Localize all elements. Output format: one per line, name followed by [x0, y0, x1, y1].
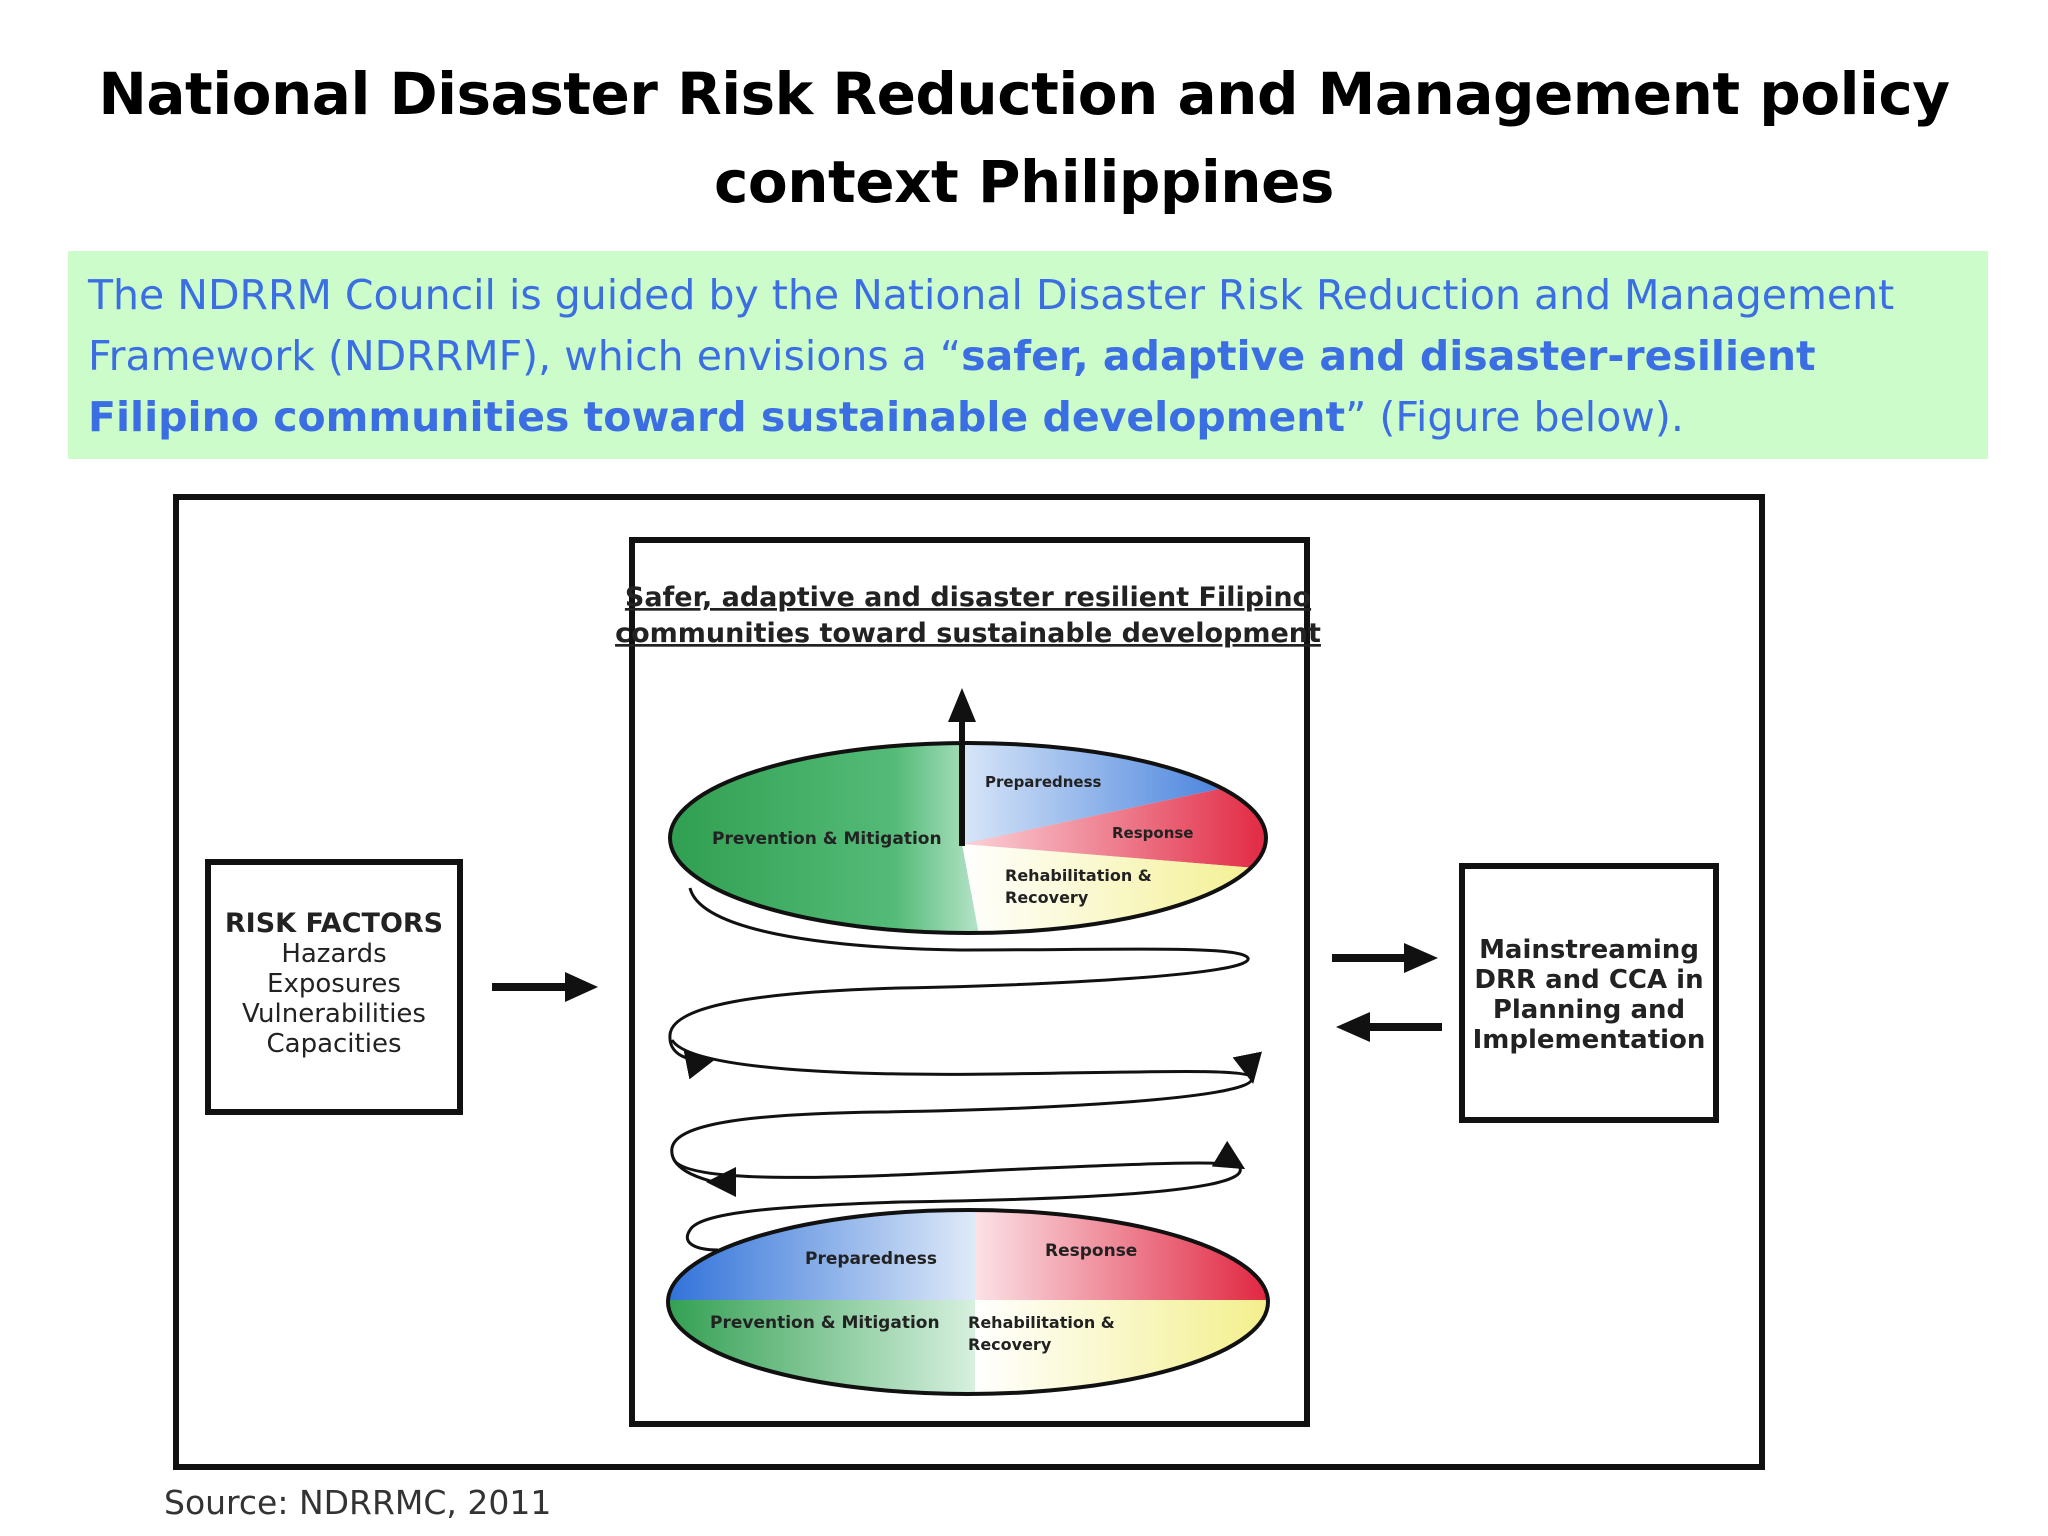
risk-factor-item: Capacities [266, 1029, 401, 1059]
bottom-label-rehab-2: Recovery [968, 1335, 1052, 1354]
arrow-mainstreaming-to-center-head [1336, 1012, 1370, 1042]
spiral-loop [668, 887, 1250, 1080]
risk-factor-item: Hazards [281, 939, 386, 969]
title-line-2: context Philippines [714, 148, 1334, 216]
top-label-rehab-1: Rehabilitation & [1005, 866, 1152, 885]
arrow-risk-to-center-head [565, 972, 598, 1002]
mainstreaming-line: Implementation [1473, 1025, 1706, 1055]
bottom-label-prevention: Prevention & Mitigation [710, 1313, 940, 1333]
mainstreaming-line: Planning and [1493, 995, 1685, 1025]
risk-factors-heading: RISK FACTORS [225, 908, 443, 939]
source-caption: Source: NDRRMC, 2011 [164, 1483, 552, 1522]
top-label-response: Response [1112, 824, 1193, 842]
risk-factor-item: Exposures [267, 969, 401, 999]
mainstreaming-line: Mainstreaming [1479, 935, 1699, 965]
mainstreaming-box [1459, 863, 1719, 1123]
bottom-label-preparedness: Preparedness [805, 1249, 937, 1269]
callout-vision-bold: safer, adaptive and disaster-resilient F… [88, 332, 1816, 441]
bottom-label-response: Response [1045, 1241, 1137, 1261]
top-label-prevention: Prevention & Mitigation [712, 829, 942, 849]
title-line-1: National Disaster Risk Reduction and Man… [98, 60, 1950, 128]
vision-callout: The NDRRM Council is guided by the Natio… [68, 251, 1988, 459]
callout-text-1: The NDRRM Council is guided by the Natio… [88, 271, 1895, 380]
center-title-line-2: communities toward sustainable developme… [615, 618, 1321, 649]
mainstreaming-line: DRR and CCA in [1474, 965, 1703, 995]
spiral-loop [670, 1039, 1262, 1084]
top-label-rehab-2: Recovery [1005, 888, 1089, 907]
page-title: National Disaster Risk Reduction and Man… [0, 50, 2048, 226]
risk-factors-box [205, 859, 463, 1115]
spiral-loop [672, 1140, 1246, 1179]
upward-arrow-head [948, 688, 976, 722]
center-title-line-1: Safer, adaptive and disaster resilient F… [625, 582, 1311, 613]
top-label-preparedness: Preparedness [985, 773, 1102, 791]
callout-text-2: ” (Figure below). [1345, 393, 1684, 441]
bottom-label-rehab-1: Rehabilitation & [968, 1313, 1115, 1332]
top-response-segment [962, 776, 1266, 870]
risk-factor-item: Vulnerabilities [242, 999, 426, 1029]
arrow-center-to-mainstreaming-head [1404, 943, 1438, 973]
spiral-loop [686, 1167, 1242, 1252]
